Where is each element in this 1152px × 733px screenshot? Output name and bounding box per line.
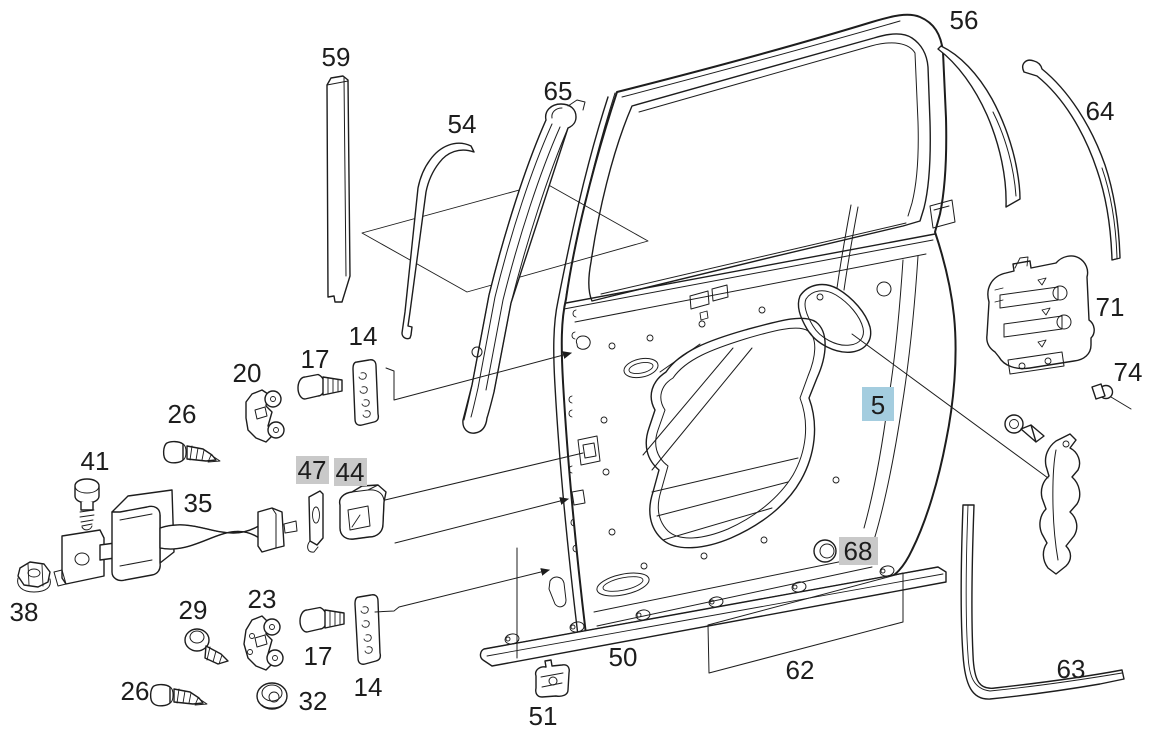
protective-film-part-62 [707,572,904,674]
svg-text:62: 62 [786,655,815,685]
part-label-32[interactable]: 32 [299,686,328,716]
svg-text:74: 74 [1114,357,1143,387]
leader-lines [374,333,1132,659]
part-label-41[interactable]: 41 [81,446,110,476]
svg-text:41: 41 [81,446,110,476]
rivet-part-74 [1091,383,1114,400]
part-label-26-lower[interactable]: 26 [121,676,150,706]
door-front-flange-hooks [568,309,577,553]
part-label-54[interactable]: 54 [448,109,477,139]
part-label-56[interactable]: 56 [950,5,979,35]
svg-text:59: 59 [322,42,351,72]
frame-section-part-65 [462,99,586,434]
tapping-plate-part-14-lower [354,594,382,665]
svg-text:65: 65 [544,76,573,106]
upper-hinge-part-20 [245,389,285,443]
svg-text:17: 17 [301,344,330,374]
svg-text:20: 20 [233,358,262,388]
part-label-44-dimmed[interactable]: 44 [334,457,367,487]
part-label-71[interactable]: 71 [1096,292,1125,322]
hinge-bolt-part-17-lower [299,606,345,633]
glass-plane-outline [361,182,649,293]
trim-strip-part-64 [1022,59,1121,261]
grommet-part-68 [813,539,837,563]
svg-text:44: 44 [336,457,365,487]
part-label-59[interactable]: 59 [322,42,351,72]
clip-part-51 [534,659,570,698]
svg-text:23: 23 [248,584,277,614]
svg-text:68: 68 [844,536,873,566]
svg-text:51: 51 [529,701,558,731]
part-label-26-upper[interactable]: 26 [168,399,197,429]
lower-hinge-part-23 [243,615,284,671]
svg-text:63: 63 [1057,654,1086,684]
svg-text:14: 14 [354,672,383,702]
svg-text:5: 5 [871,390,885,420]
part-label-17-upper[interactable]: 17 [301,344,330,374]
part-label-51[interactable]: 51 [529,701,558,731]
lock-striker-bracket [1039,433,1081,575]
part-label-29[interactable]: 29 [179,595,208,625]
door-lock-part-71 [986,255,1095,375]
trim-strip-part-56 [937,45,1021,208]
part-label-14-upper[interactable]: 14 [349,321,378,351]
check-strap-part-35 [53,489,298,587]
part-label-23[interactable]: 23 [248,584,277,614]
svg-text:26: 26 [168,399,197,429]
buffer-part-44 [338,484,387,540]
svg-text:17: 17 [304,641,333,671]
svg-text:38: 38 [10,597,39,627]
part-label-35[interactable]: 35 [184,488,213,518]
door-shell-part [548,13,957,645]
screw-part-29 [184,628,229,665]
screw-part-26-lower [149,683,208,707]
pillar-trim-part-59 [326,75,351,303]
part-label-17-lower[interactable]: 17 [304,641,333,671]
part-label-5-selected[interactable]: 5 [862,387,894,421]
door-screw-holes [600,293,840,570]
clip-part-47 [307,490,324,553]
svg-text:26: 26 [121,676,150,706]
svg-text:14: 14 [349,321,378,351]
part-label-74[interactable]: 74 [1114,357,1143,387]
nut-part-38 [17,561,51,593]
door-seal-part-63 [960,504,1125,700]
svg-text:50: 50 [609,642,638,672]
svg-text:29: 29 [179,595,208,625]
part-label-65[interactable]: 65 [544,76,573,106]
svg-text:56: 56 [950,5,979,35]
part-label-62[interactable]: 62 [786,655,815,685]
svg-text:64: 64 [1086,96,1115,126]
window-guide-part-54 [401,142,475,340]
tapping-plate-part-14-upper [352,359,380,426]
svg-text:47: 47 [298,455,327,485]
svg-text:35: 35 [184,488,213,518]
bolt-part-41 [74,478,100,531]
collar-nut-part-32 [256,682,288,710]
molding-strip-part-50 [479,565,947,667]
part-label-47-dimmed[interactable]: 47 [296,455,329,485]
lock-striker-screw [1004,414,1045,443]
part-label-50[interactable]: 50 [609,642,638,672]
svg-text:54: 54 [448,109,477,139]
svg-text:32: 32 [299,686,328,716]
svg-text:71: 71 [1096,292,1125,322]
part-label-14-lower[interactable]: 14 [354,672,383,702]
part-label-63[interactable]: 63 [1057,654,1086,684]
part-label-64[interactable]: 64 [1086,96,1115,126]
hinge-bolt-part-17-upper [297,373,343,400]
screw-part-26-upper [162,440,221,464]
molding-clips [504,565,895,645]
part-label-68-dimmed[interactable]: 68 [839,536,878,566]
part-label-38[interactable]: 38 [10,597,39,627]
part-label-20[interactable]: 20 [233,358,262,388]
